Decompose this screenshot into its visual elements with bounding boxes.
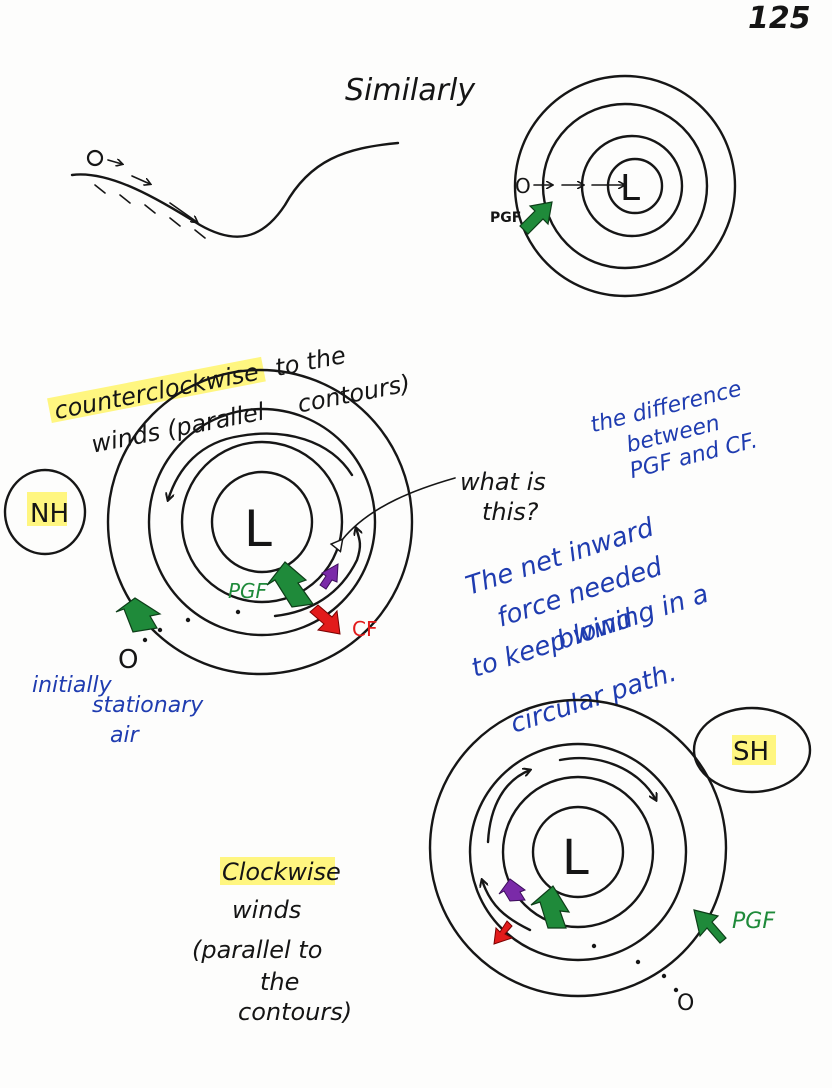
- nh-cf-label: CF: [352, 617, 377, 641]
- roll-arrow-2: [131, 175, 150, 184]
- top-ball-label: O: [515, 174, 531, 198]
- nh-ring-3: [147, 407, 377, 637]
- roll-arrow-1: [107, 160, 122, 164]
- nh-low-label: L: [244, 500, 272, 558]
- nh-dot-1: [142, 637, 148, 643]
- nh-ring-2: [180, 440, 344, 604]
- top-ring-outer: [513, 74, 737, 298]
- sh-ball-label: O: [677, 991, 694, 1016]
- valley-hatching: [94, 184, 206, 239]
- nh-question-pointer: [342, 477, 456, 540]
- sh-ring-1: [531, 805, 625, 899]
- top-ring-middle: [541, 102, 709, 270]
- sh-initial-pgf-arrow-icon: [693, 909, 727, 944]
- nh-ring-outer: [106, 368, 414, 676]
- nh-dot-3: [185, 617, 191, 623]
- sh-pgf-arrow-icon: [530, 885, 571, 929]
- nh-side-note-line3: air: [110, 723, 141, 748]
- nh-wind-arrow-top: [168, 432, 354, 500]
- sh-caption-line3: (parallel to: [192, 936, 322, 964]
- nh-side-note-line1: initially: [32, 673, 113, 698]
- nh-caption-line2b: contours): [295, 369, 412, 418]
- nh-pgf-label: PGF: [228, 579, 268, 603]
- answer-line8: circular path.: [507, 658, 680, 740]
- nh-caption-line1b: to the: [273, 341, 348, 382]
- nh-ring-1: [210, 470, 314, 574]
- nh-dot-4: [235, 609, 241, 615]
- page-heading: Similarly: [345, 73, 476, 108]
- top-low-diagram: L O PGF: [490, 74, 737, 298]
- nh-wind-arrow-bottom: [273, 528, 360, 618]
- top-pgf-label: PGF: [490, 210, 521, 226]
- blue-answer: the difference between PGF and CF. The n…: [462, 377, 760, 740]
- page-number: 125: [748, 1, 811, 36]
- nh-ball-label: O: [118, 645, 138, 675]
- nh-caption: counterclockwise to the winds (parallel …: [47, 341, 413, 459]
- nh-net-force-arrow-icon: [319, 563, 339, 590]
- nh-question-line1: what is: [460, 468, 546, 496]
- clockwise-highlight: [220, 857, 335, 885]
- sh-low-label: L: [562, 830, 589, 886]
- nh-side-note-line2: stationary: [92, 693, 204, 718]
- top-ring-inner-1: [606, 157, 664, 215]
- sh-dot-4: [673, 987, 679, 993]
- nh-initial-pgf-arrow-icon: [115, 597, 162, 633]
- nh-diagram: NH L PGF CF O what is this? initially st…: [3, 368, 546, 748]
- sh-ring-2: [501, 775, 655, 929]
- nh-dot-2: [157, 627, 163, 633]
- sh-caption-line4: the: [260, 968, 299, 996]
- sh-pgf-label: PGF: [732, 909, 775, 934]
- sh-wind-arrow-right: [558, 756, 656, 800]
- top-pgf-arrow-icon: [519, 201, 553, 235]
- valley-curve: [70, 141, 400, 238]
- nh-highlight: [27, 492, 67, 526]
- sh-diagram: SH L PGF O Clockwise winds (parallel to …: [192, 698, 812, 1026]
- counterclockwise-highlight: [47, 356, 266, 423]
- roll-arrow-3: [169, 202, 197, 222]
- sh-ring-3: [468, 742, 688, 962]
- nh-pgf-arrow-icon: [266, 561, 315, 608]
- sh-highlight: [732, 735, 776, 765]
- valley-sketch: [70, 141, 400, 239]
- sh-dot-3: [661, 973, 667, 979]
- sh-ring-outer: [428, 698, 728, 998]
- sh-wind-arrow-top: [486, 770, 530, 844]
- sh-region-circle: [692, 706, 812, 794]
- sh-net-force-arrow-icon: [498, 878, 527, 902]
- sh-caption-line5: contours): [238, 998, 352, 1026]
- nh-region-circle: [3, 468, 87, 556]
- sh-caption-line2: winds: [232, 896, 301, 924]
- sh-dot-2: [635, 959, 641, 965]
- nh-cf-arrow-icon: [309, 604, 341, 635]
- nh-question-line2: this?: [482, 498, 539, 526]
- nh-region-label: NH: [30, 499, 69, 529]
- sh-wind-arrow-left: [482, 880, 532, 932]
- sh-cf-arrow-icon: [493, 920, 514, 945]
- top-low-label: L: [620, 168, 640, 209]
- sh-caption-line1: Clockwise: [222, 858, 341, 886]
- sh-region-label: SH: [733, 737, 769, 767]
- sh-dot-1: [591, 943, 597, 949]
- ball-icon: [86, 149, 104, 167]
